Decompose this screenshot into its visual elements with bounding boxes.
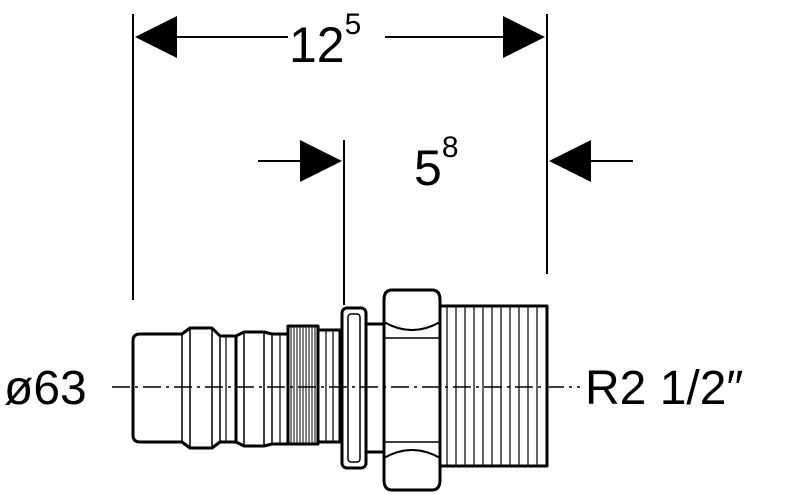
- press-sleeve: [131, 326, 238, 450]
- overall-length-dimension: 125: [135, 8, 545, 73]
- hex-nut: [382, 288, 442, 492]
- hex-flat-upper: [383, 321, 441, 331]
- overall-length-value: 125: [289, 8, 361, 73]
- neck: [364, 322, 386, 454]
- hex-nut-outline: [382, 288, 442, 492]
- pipe-diameter-label: ø63: [4, 362, 87, 415]
- overall-length-base: 12: [289, 17, 345, 73]
- insertion-depth-base: 5: [414, 140, 442, 196]
- hex-flat-lower: [383, 449, 441, 459]
- knurled-ring: [286, 324, 320, 446]
- fitting-body: [131, 288, 549, 492]
- insertion-depth-dimension: 58: [258, 131, 633, 196]
- overall-arrow-left: [135, 16, 177, 58]
- overall-arrow-right: [503, 16, 545, 58]
- insertion-arrow-right: [549, 140, 591, 182]
- insertion-arrow-left: [300, 140, 342, 182]
- knurl-lines: [290, 326, 316, 444]
- extension-lines: [132, 14, 548, 305]
- flange-washer: [340, 306, 368, 470]
- insertion-depth-value: 58: [414, 131, 459, 196]
- overall-length-sup: 5: [345, 8, 362, 41]
- flange-washer-inner: [347, 313, 361, 463]
- insertion-depth-sup: 8: [442, 131, 459, 164]
- spacer-ring: [316, 328, 342, 444]
- thread-lines: [446, 306, 538, 466]
- inner-sleeve: [234, 330, 290, 448]
- thread-size-label: R2 1/2″: [585, 362, 743, 415]
- spacer-ring-body: [316, 328, 342, 444]
- threaded-section: [436, 304, 549, 468]
